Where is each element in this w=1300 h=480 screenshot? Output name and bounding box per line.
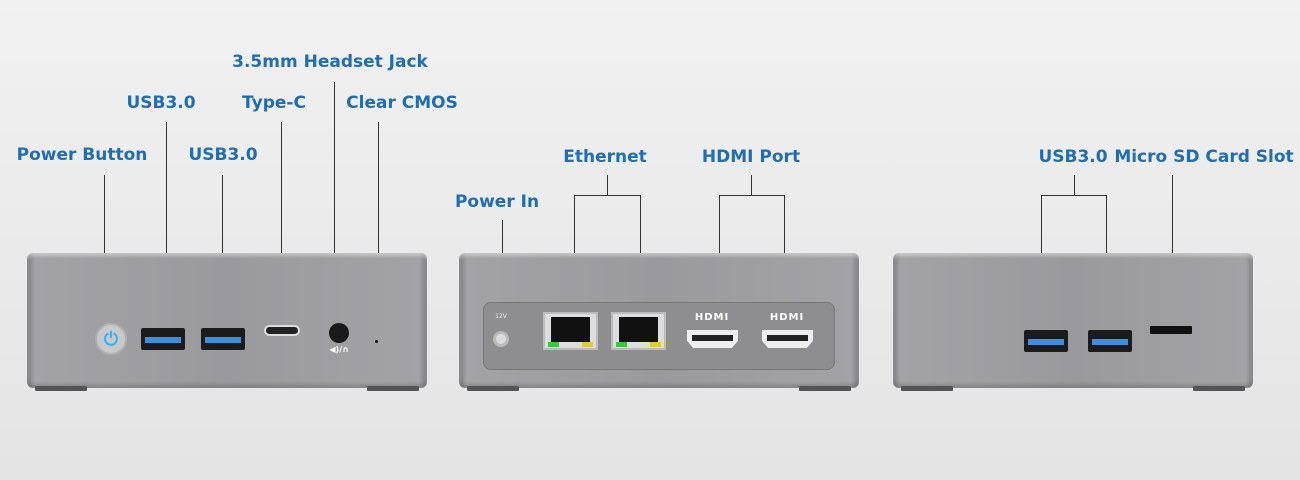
- hdmi-port: [687, 330, 738, 348]
- micro-sd-slot: [1150, 326, 1192, 334]
- ethernet-port: [611, 312, 666, 350]
- audio-icon: ◀)/∩: [329, 345, 349, 354]
- label-hdmi-port: HDMI Port: [701, 147, 801, 167]
- label-power-in: Power In: [454, 192, 540, 212]
- leader-bracket: [719, 195, 785, 196]
- usb-port: [141, 328, 185, 350]
- leader-line: [222, 175, 223, 303]
- leader-line: [1074, 175, 1075, 195]
- leader-line: [166, 122, 167, 303]
- leader-bracket: [1041, 195, 1107, 196]
- headset-jack: [329, 323, 349, 343]
- leader-line: [1106, 195, 1107, 303]
- ethernet-port: [543, 312, 598, 350]
- leader-line: [784, 195, 785, 305]
- device-front: [27, 253, 427, 391]
- leader-line: [1172, 175, 1173, 295]
- label-micro-sd: Micro SD Card Slot: [1114, 147, 1294, 167]
- label-headset-jack: 3.5mm Headset Jack: [232, 52, 428, 72]
- cmos-pinhole: [375, 340, 378, 343]
- device-side: [893, 253, 1253, 391]
- hdmi-label: HDMI: [694, 312, 730, 323]
- label-type-c: Type-C: [242, 93, 306, 113]
- label-side-usb: USB3.0: [1038, 147, 1108, 167]
- leader-bracket: [574, 195, 641, 196]
- label-ethernet: Ethernet: [563, 147, 647, 167]
- leader-line: [751, 175, 752, 195]
- type-c-port: [264, 325, 300, 336]
- label-power-button: Power Button: [16, 145, 148, 165]
- dc-jack: [493, 331, 509, 347]
- usb-port: [201, 328, 245, 350]
- leader-line: [607, 175, 608, 195]
- leader-line: [378, 122, 379, 303]
- dc-label: 12V: [495, 313, 507, 320]
- leader-line: [719, 195, 720, 305]
- hdmi-port: [762, 330, 813, 348]
- power-button-icon[interactable]: ⏻: [95, 323, 127, 355]
- leader-line: [104, 175, 105, 303]
- usb-port: [1088, 330, 1132, 352]
- label-clear-cmos: Clear CMOS: [346, 93, 458, 113]
- usb-port: [1024, 330, 1068, 352]
- label-usb1: USB3.0: [126, 93, 196, 113]
- leader-line: [334, 82, 335, 303]
- leader-line: [1041, 195, 1042, 303]
- leader-line: [281, 122, 282, 303]
- leader-line: [574, 195, 575, 305]
- leader-line: [640, 195, 641, 305]
- label-usb2: USB3.0: [188, 145, 258, 165]
- hdmi-label: HDMI: [769, 312, 805, 323]
